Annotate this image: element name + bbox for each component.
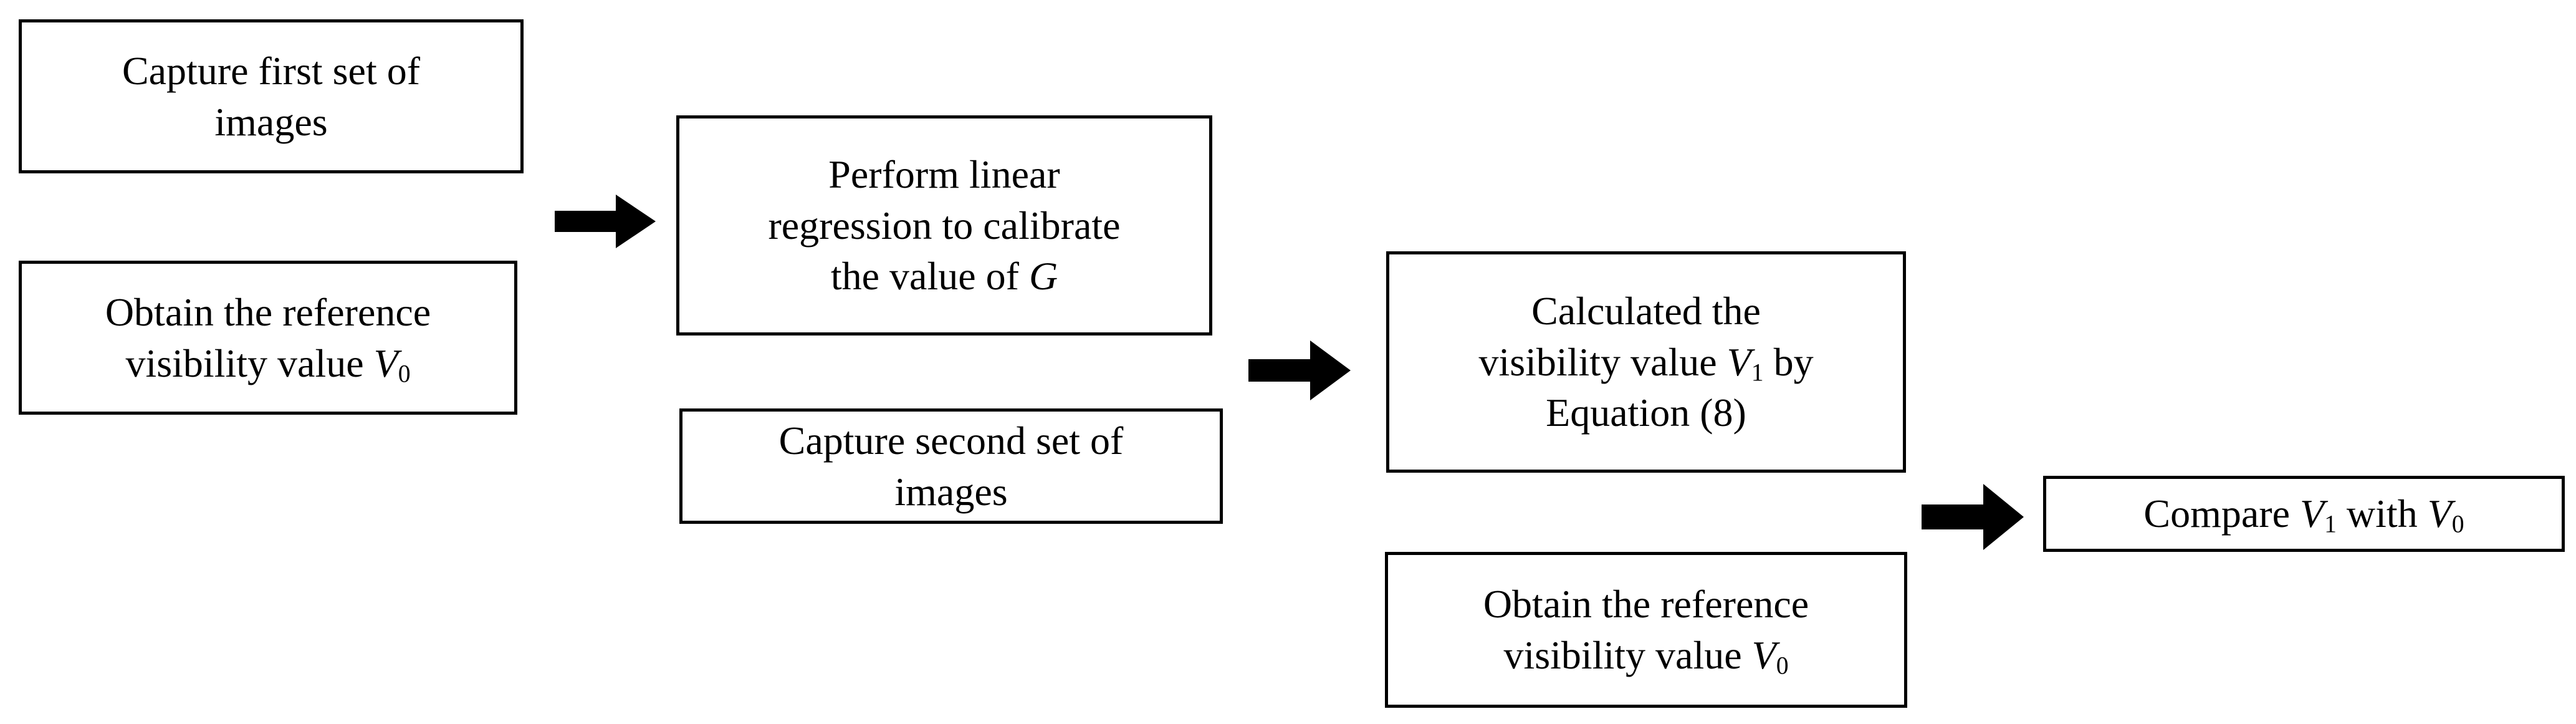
v-symbol: V — [373, 340, 398, 385]
v-symbol: V — [1751, 633, 1776, 677]
node-compare-v1-v0: Compare V1 with V0 — [2043, 476, 2565, 552]
v-symbol: V — [2299, 491, 2325, 536]
arrow-right-icon-1 — [555, 195, 656, 248]
v-subscript-1: 1 — [2324, 510, 2337, 538]
v-symbol: V — [2427, 491, 2452, 536]
node-compare-v1-v0-label: Compare V1 with V0 — [2143, 491, 2464, 538]
v-subscript-0: 0 — [398, 360, 411, 388]
arrow-right-icon-2 — [1248, 340, 1351, 400]
v-subscript-0: 0 — [2451, 510, 2464, 538]
v-subscript-0: 0 — [1776, 652, 1789, 680]
v-symbol: V — [1726, 339, 1751, 384]
g-symbol: G — [1028, 254, 1058, 299]
arrow-right-icon-3 — [1922, 484, 2024, 550]
v-subscript-1: 1 — [1751, 359, 1764, 387]
